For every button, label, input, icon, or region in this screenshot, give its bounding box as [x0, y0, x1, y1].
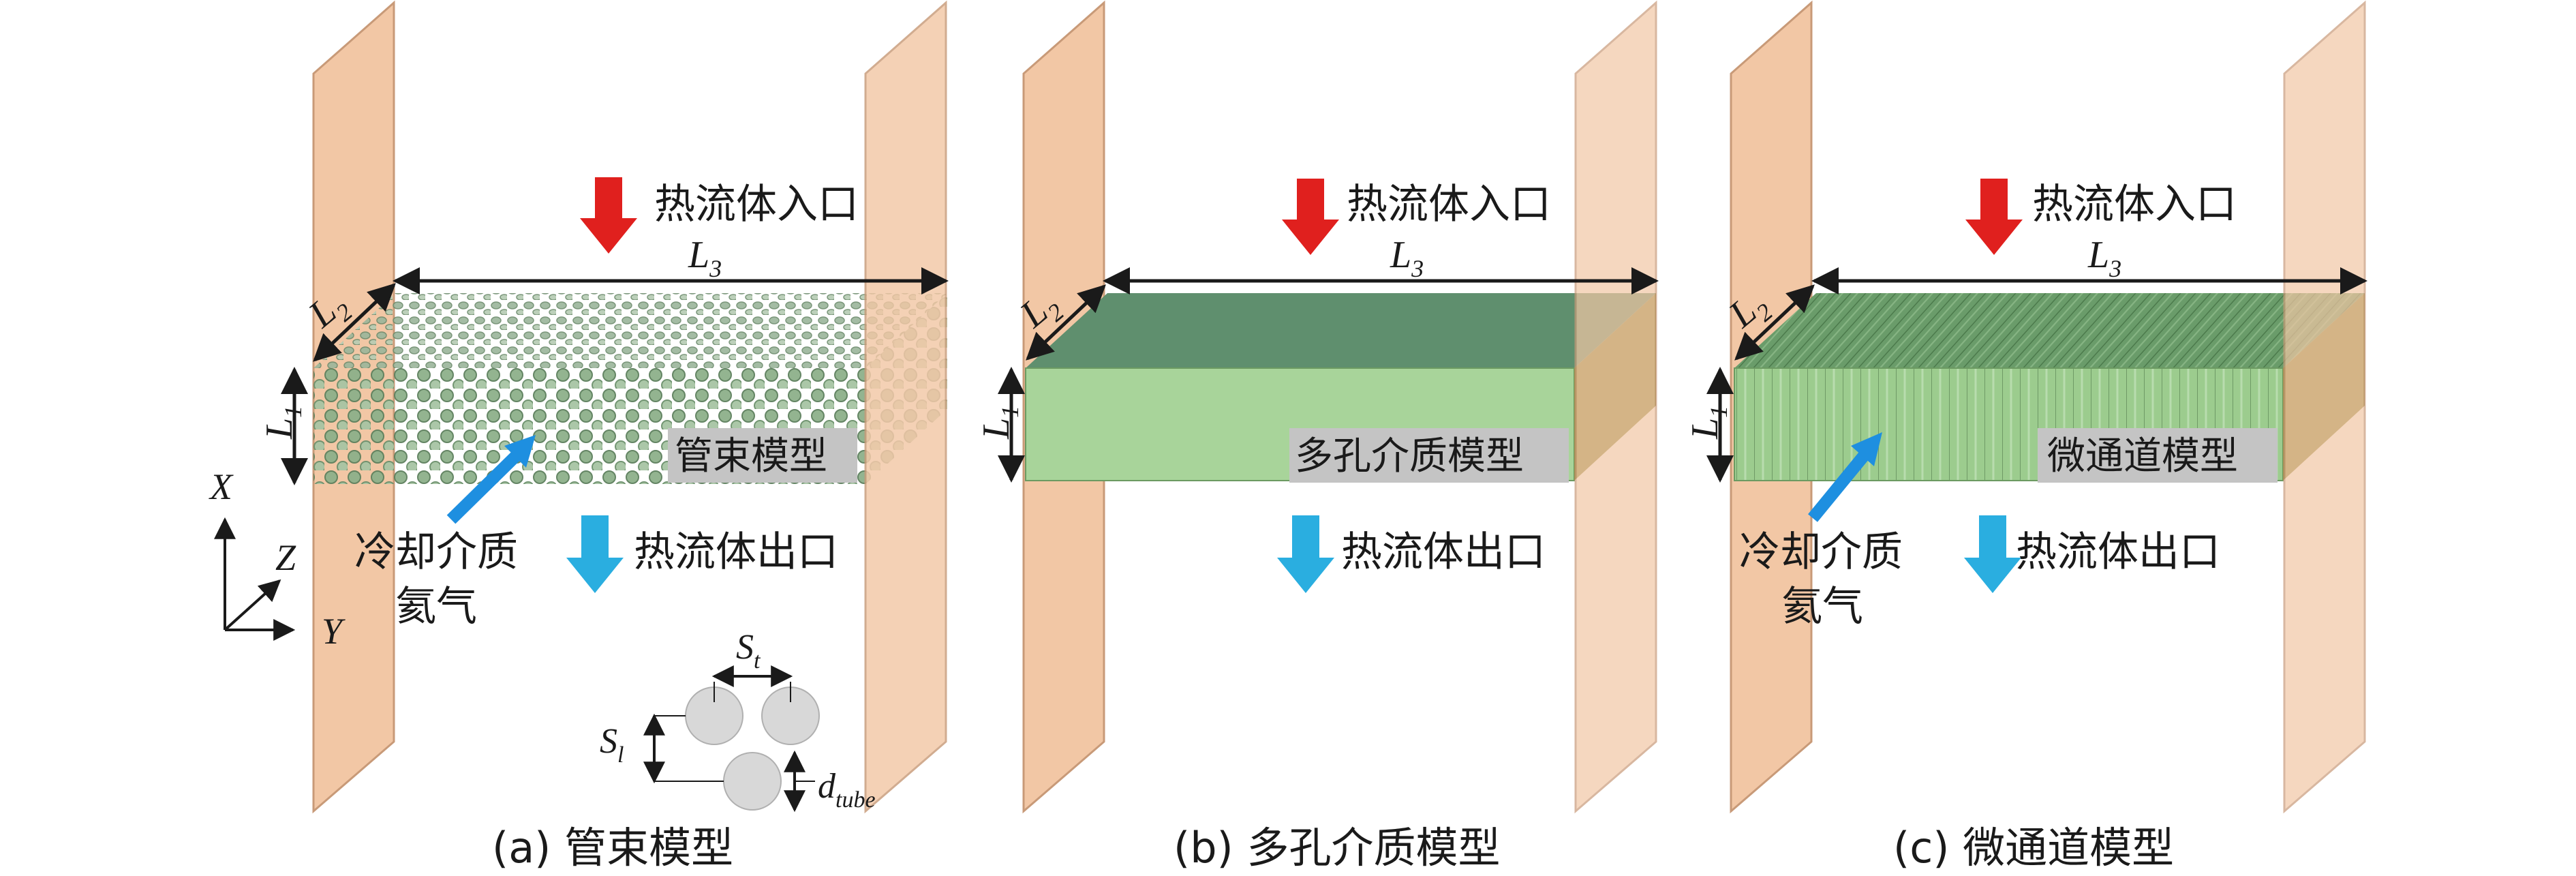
axis-y-label: Y — [322, 611, 346, 652]
model-label-bg — [668, 428, 857, 483]
panel-b: 多孔介质模型 L3 L2 L1 热流体入口 热流体出口 (b) 多孔介质模型 — [975, 0, 1659, 873]
caption-c: (c) 微通道模型 — [1893, 823, 2174, 873]
coolant-arrow-head — [1851, 432, 1882, 466]
coordinate-axes: X Z Y — [209, 466, 346, 652]
hot-outlet-label: 热流体出口 — [2016, 528, 2220, 576]
coolant-arrow — [446, 445, 527, 524]
dtube-label: dtube — [818, 767, 876, 813]
dim-l3-label: L3 — [2087, 234, 2121, 282]
model-label-bg — [1289, 428, 1569, 483]
model-label: 管束模型 — [675, 434, 827, 479]
dim-l2-line — [1026, 284, 1106, 361]
model-label-bg — [2038, 428, 2278, 483]
dim-l1-label: L1 — [1684, 406, 1732, 440]
tube-bundle-top — [313, 293, 947, 368]
hot-inlet-label: 热流体入口 — [1347, 181, 1551, 228]
coolant-label-1: 冷却介质 — [1739, 528, 1903, 576]
dim-l2-line — [1734, 284, 1815, 361]
hot-outlet-arrow — [1277, 515, 1334, 593]
hot-inlet-arrow — [1282, 179, 1339, 255]
dim-l1-label: L1 — [975, 406, 1024, 440]
dim-l3-label: L3 — [1390, 234, 1424, 282]
hot-outlet-label: 热流体出口 — [1341, 528, 1546, 576]
hot-inlet-label: 热流体入口 — [2032, 181, 2237, 228]
hot-outlet-label: 热流体出口 — [634, 528, 838, 576]
tube-spacing-inset: St Sl dtube — [600, 628, 876, 813]
heat-plate-right — [864, 0, 947, 814]
coolant-label-2: 氦气 — [1781, 583, 1863, 631]
st-label: St — [736, 628, 761, 674]
dim-l3-label: L3 — [688, 234, 722, 282]
hot-inlet-arrow — [580, 177, 637, 254]
caption-b: (b) 多孔介质模型 — [1174, 823, 1500, 873]
sl-label: Sl — [600, 722, 624, 768]
heat-plate-right — [1574, 0, 1657, 814]
porous-block-top — [1026, 293, 1656, 368]
panel-a: 管束模型 L3 L2 L1 热流体入口 热流体出口 冷却介质 氦气 X Z Y — [209, 0, 949, 873]
panel-c: 微通道模型 L3 L2 L1 热流体入口 热流体出口 冷却介质 氦气 (c) 微… — [1684, 0, 2367, 873]
dim-l2-line — [313, 283, 396, 362]
axis-z-label: Z — [275, 537, 296, 578]
coolant-label-2: 氦气 — [395, 583, 477, 631]
caption-a: (a) 管束模型 — [492, 823, 733, 873]
coolant-label-1: 冷却介质 — [354, 528, 518, 576]
heat-plate-right — [2283, 0, 2366, 814]
coolant-arrow — [1808, 446, 1873, 522]
coolant-arrow-head — [504, 435, 536, 468]
hot-inlet-label: 热流体入口 — [654, 181, 859, 228]
microchannel-top — [1734, 293, 2365, 368]
axis-x-label: X — [209, 466, 234, 507]
model-label: 多孔介质模型 — [1295, 434, 1524, 479]
hot-outlet-arrow — [566, 515, 624, 593]
hot-inlet-arrow — [1965, 179, 2023, 255]
model-label: 微通道模型 — [2047, 434, 2238, 479]
dim-l1-label: L1 — [258, 406, 307, 440]
hot-outlet-arrow — [1964, 515, 2021, 593]
